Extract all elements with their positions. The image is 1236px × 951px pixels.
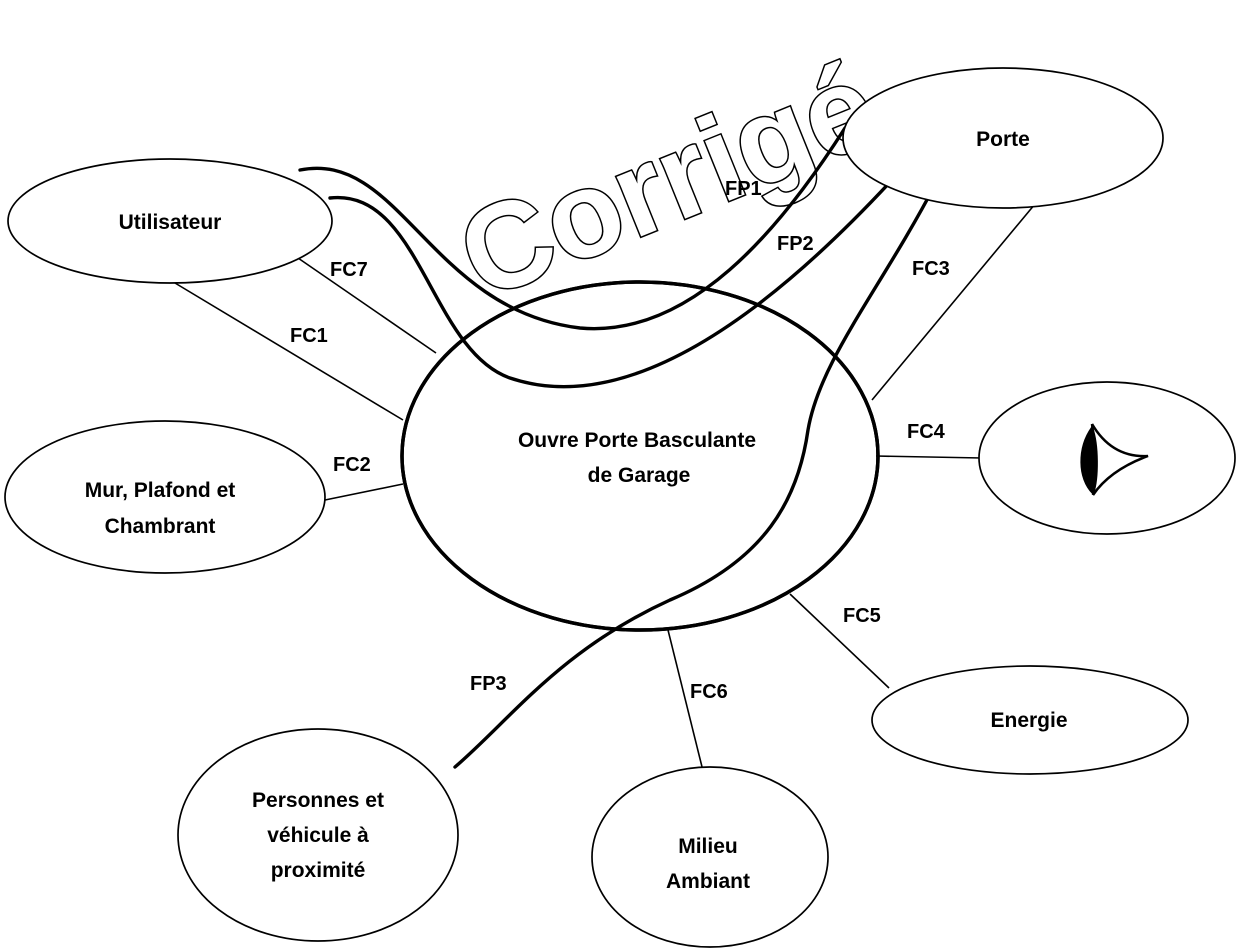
label-fc3: FC3 [912, 258, 950, 280]
link-fc4 [875, 455, 983, 459]
node-porte [842, 67, 1164, 209]
label-fc2: FC2 [333, 454, 371, 476]
label-milieu-line2: Ambiant [666, 870, 750, 893]
label-fp2: FP2 [777, 233, 814, 255]
label-fc5: FC5 [843, 605, 881, 627]
link-fc3 [871, 191, 1046, 401]
label-mur-line1: Mur, Plafond et [85, 479, 236, 502]
node-personnes [177, 728, 459, 942]
link-fc1 [169, 279, 404, 421]
link-fp1 [298, 126, 847, 331]
label-center-line2: de Garage [588, 464, 691, 487]
label-personnes-line3: proximité [271, 859, 366, 882]
label-milieu-line1: Milieu [678, 835, 738, 858]
node-milieu [591, 766, 829, 948]
node-energie [871, 665, 1189, 775]
label-utilisateur: Utilisateur [119, 211, 222, 234]
link-fc2 [324, 483, 404, 501]
label-fp1: FP1 [725, 178, 762, 200]
label-center-line1: Ouvre Porte Basculante [518, 429, 756, 452]
node-mur [4, 420, 326, 574]
link-fc7 [297, 257, 437, 354]
corrige-watermark: Corrigé [441, 36, 894, 325]
node-oeil [978, 381, 1236, 535]
label-porte: Porte [976, 128, 1030, 151]
eye-icon [1080, 423, 1149, 496]
link-fc6 [667, 629, 708, 788]
label-energie: Energie [990, 709, 1067, 732]
link-fp3 [453, 181, 938, 769]
label-fc4: FC4 [907, 421, 946, 443]
label-mur-line2: Chambrant [105, 515, 216, 538]
node-utilisateur [7, 158, 333, 284]
label-fc6: FC6 [690, 681, 728, 703]
label-fp3: FP3 [470, 673, 507, 695]
label-personnes-line1: Personnes et [252, 789, 384, 812]
label-personnes-line2: véhicule à [267, 824, 369, 847]
label-fc7: FC7 [330, 259, 368, 281]
link-fp2 [328, 178, 894, 389]
label-fc1: FC1 [290, 325, 328, 347]
node-center [400, 280, 880, 632]
link-fc5 [789, 593, 890, 689]
